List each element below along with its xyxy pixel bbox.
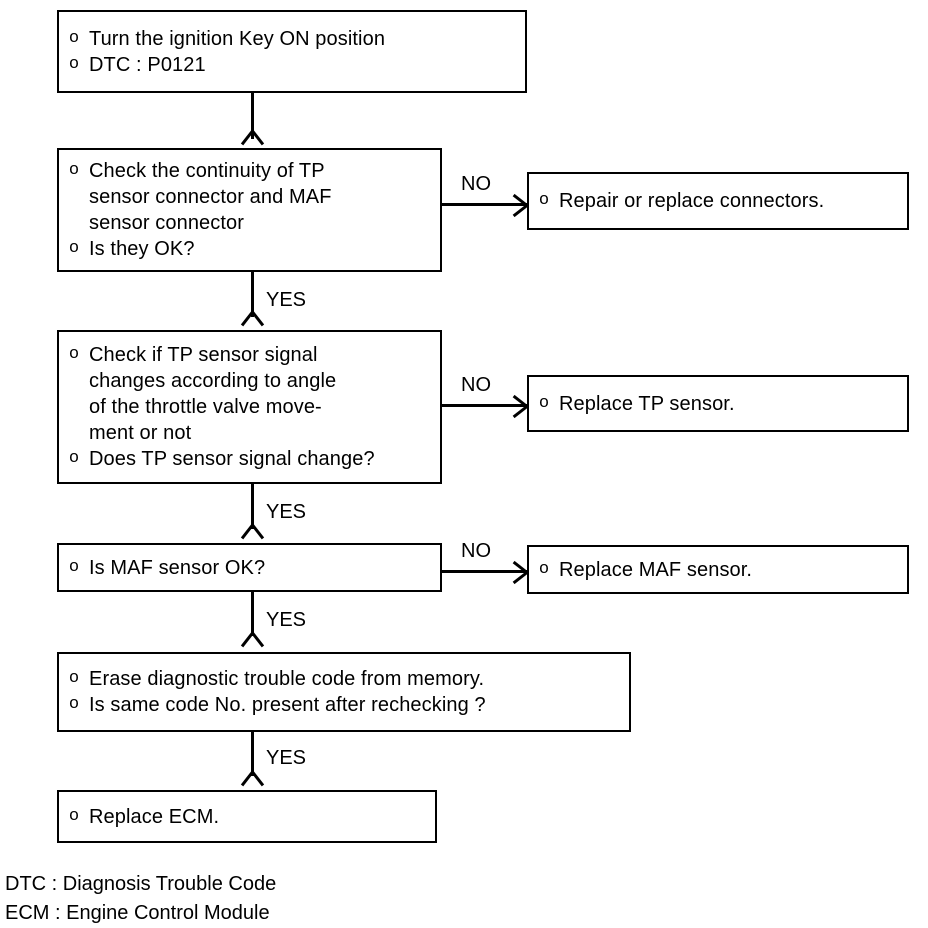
connector-check-maf-yes <box>251 592 254 636</box>
connector-check-tp-signal-yes <box>251 484 254 529</box>
edge-label-no-2: NO <box>461 374 491 396</box>
node-check-maf-text-1: Is MAF sensor OK? <box>89 556 266 579</box>
bullet-icon: o <box>69 555 79 575</box>
node-replace-maf-sensor: o Replace MAF sensor. <box>527 545 909 594</box>
node-start-text-2: DTC : P0121 <box>89 53 206 76</box>
node-check-tp-signal: o Check if TP sensor signal changes acco… <box>57 330 442 484</box>
node-replace-ecm: o Replace ECM. <box>57 790 437 843</box>
node-check-tp-signal-text-2: Does TP sensor signal change? <box>89 448 375 470</box>
node-check-maf-line-1: o Is MAF sensor OK? <box>59 555 440 581</box>
node-repair-connectors-text-1: Repair or replace connectors. <box>559 190 825 212</box>
bullet-icon: o <box>539 391 549 411</box>
node-replace-ecm-line-1: o Replace ECM. <box>59 804 435 830</box>
node-repair-connectors: o Repair or replace connectors. <box>527 172 909 230</box>
node-start: o Turn the ignition Key ON position o DT… <box>57 10 527 93</box>
node-check-continuity-line-2: o Is they OK? <box>59 236 440 262</box>
bullet-icon: o <box>69 52 79 72</box>
connector-erase-code-yes <box>251 732 254 776</box>
node-erase-code: o Erase diagnostic trouble code from mem… <box>57 652 631 732</box>
node-start-line-1: o Turn the ignition Key ON position <box>59 26 525 52</box>
edge-label-yes-2: YES <box>266 501 307 523</box>
bullet-icon: o <box>69 343 79 362</box>
connector-start-to-check-continuity <box>251 93 254 139</box>
bullet-icon: o <box>539 557 549 577</box>
node-start-line-2: o DTC : P0121 <box>59 52 525 78</box>
connector-check-tp-signal-no <box>442 404 527 407</box>
legend-dtc: DTC : Diagnosis Trouble Code <box>5 873 277 895</box>
node-check-tp-signal-line-2: o Does TP sensor signal change? <box>59 446 440 472</box>
node-replace-maf-sensor-text-1: Replace MAF sensor. <box>559 558 753 581</box>
bullet-icon: o <box>69 804 79 824</box>
node-check-maf: o Is MAF sensor OK? <box>57 543 442 592</box>
bullet-icon: o <box>69 693 79 712</box>
node-erase-code-line-2: o Is same code No. present after recheck… <box>59 692 629 718</box>
connector-check-continuity-no <box>442 203 527 206</box>
bullet-icon: o <box>69 667 79 686</box>
node-check-continuity-line-1: o Check the continuity of TP sensor conn… <box>59 158 440 236</box>
edge-label-yes-1: YES <box>266 289 307 311</box>
node-replace-tp-sensor-text-1: Replace TP sensor. <box>559 392 735 415</box>
node-replace-maf-sensor-line-1: o Replace MAF sensor. <box>529 557 907 583</box>
edge-label-no-1: NO <box>461 173 491 195</box>
edge-label-yes-4: YES <box>266 747 307 769</box>
node-repair-connectors-line-1: o Repair or replace connectors. <box>529 188 907 214</box>
bullet-icon: o <box>69 26 79 46</box>
node-check-continuity-text-1: Check the continuity of TP sensor connec… <box>89 160 332 234</box>
edge-label-yes-3: YES <box>266 609 307 631</box>
node-check-tp-signal-text-1: Check if TP sensor signal changes accord… <box>89 344 337 444</box>
node-replace-ecm-text-1: Replace ECM. <box>89 805 220 828</box>
node-replace-tp-sensor-line-1: o Replace TP sensor. <box>529 391 907 417</box>
node-replace-tp-sensor: o Replace TP sensor. <box>527 375 909 432</box>
node-erase-code-text-1: Erase diagnostic trouble code from memor… <box>89 668 485 690</box>
node-check-continuity: o Check the continuity of TP sensor conn… <box>57 148 442 272</box>
bullet-icon: o <box>539 189 549 208</box>
node-start-text-1: Turn the ignition Key ON position <box>89 27 386 50</box>
node-erase-code-text-2: Is same code No. present after recheckin… <box>89 694 486 716</box>
bullet-icon: o <box>69 447 79 466</box>
bullet-icon: o <box>69 159 79 178</box>
node-check-tp-signal-line-1: o Check if TP sensor signal changes acco… <box>59 342 440 446</box>
node-check-continuity-text-2: Is they OK? <box>89 238 195 260</box>
edge-label-no-3: NO <box>461 540 491 562</box>
bullet-icon: o <box>69 237 79 256</box>
connector-check-continuity-yes <box>251 272 254 317</box>
node-erase-code-line-1: o Erase diagnostic trouble code from mem… <box>59 666 629 692</box>
connector-check-maf-no <box>442 570 527 573</box>
legend-ecm: ECM : Engine Control Module <box>5 902 270 924</box>
